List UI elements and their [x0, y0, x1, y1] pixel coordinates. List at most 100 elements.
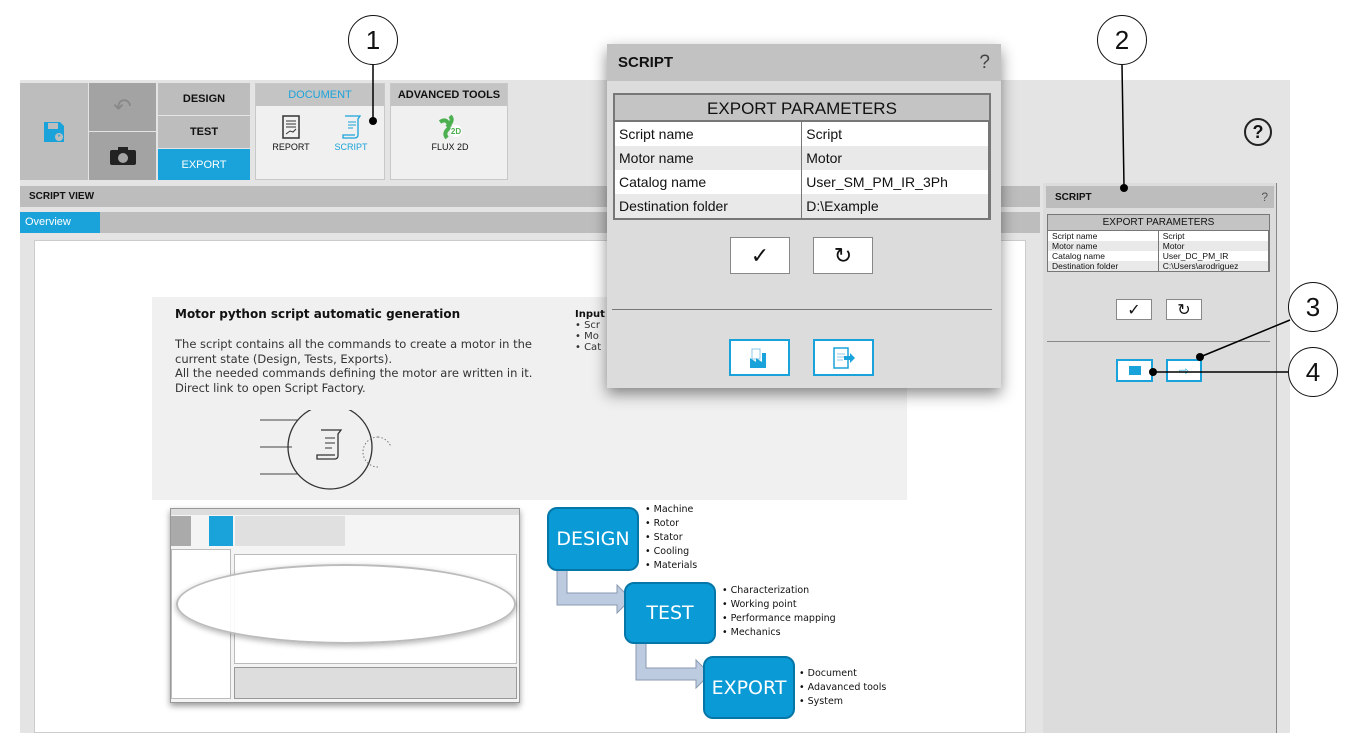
callout-3: 3 — [1288, 282, 1338, 332]
callout-4: 4 — [1288, 347, 1338, 397]
parameter-label: Catalog name — [1048, 251, 1159, 261]
side-panel-title: SCRIPT — [1055, 191, 1092, 203]
factory-icon — [1128, 366, 1141, 375]
parameter-value-field[interactable]: Script — [1158, 231, 1270, 241]
parameter-value-field[interactable]: User_DC_PM_IR — [1158, 251, 1270, 261]
design-items: • Machine• Rotor• Stator• Cooling• Mater… — [645, 504, 698, 571]
mode-test[interactable]: TEST — [158, 116, 250, 148]
flow-item: Adavanced tools — [807, 682, 887, 693]
input-item: Mo — [584, 331, 599, 342]
side-panel-header: SCRIPT ? — [1046, 186, 1274, 208]
paragraph-line: All the needed commands defining the mot… — [175, 366, 533, 380]
inputs-list: Input • Scr • Mo • Cat — [575, 309, 605, 353]
parameter-label: Script name — [1048, 231, 1159, 241]
flow-item: Stator — [653, 532, 683, 543]
parameter-value-field[interactable]: Motor — [801, 146, 989, 170]
side-reset-button[interactable]: ↻ — [1166, 299, 1202, 320]
flow-item: System — [807, 696, 844, 707]
reset-icon: ↻ — [1177, 301, 1191, 319]
paragraph-line: The script contains all the commands to … — [175, 337, 532, 351]
report-button[interactable]: REPORT — [261, 114, 321, 152]
svg-text:*: * — [57, 133, 60, 142]
popup-export-script-button[interactable] — [813, 339, 874, 376]
parameter-value-field[interactable]: D:\Example — [801, 194, 989, 218]
callout-2: 2 — [1097, 15, 1147, 65]
parameter-label: Catalog name — [615, 170, 803, 194]
parameter-label: Script name — [615, 122, 803, 146]
side-table-title: EXPORT PARAMETERS — [1048, 215, 1269, 231]
script-label: SCRIPT — [334, 142, 368, 152]
parameter-label: Destination folder — [1048, 261, 1159, 271]
parameter-label: Motor name — [615, 146, 803, 170]
document-group-title: DOCUMENT — [256, 84, 384, 106]
undo-icon: ↶ — [113, 94, 132, 119]
export-items: • Document• Adavanced tools• System — [799, 668, 887, 707]
popup-table-title: EXPORT PARAMETERS — [615, 95, 989, 122]
save-button[interactable]: * — [20, 83, 88, 180]
screenshot-button[interactable] — [89, 132, 156, 180]
flow-item: Performance mapping — [730, 613, 836, 624]
overview-paragraph: The script contains all the commands to … — [175, 337, 532, 395]
flow-item: Rotor — [653, 518, 680, 529]
script-icon — [342, 115, 362, 139]
side-apply-button[interactable]: ✓ — [1116, 299, 1152, 320]
parameter-value-field[interactable]: Script — [801, 122, 989, 146]
parameter-value-field[interactable]: Motor — [1158, 241, 1270, 251]
advanced-tools-title: ADVANCED TOOLS — [391, 84, 507, 106]
flow-item: Document — [807, 668, 857, 679]
check-icon: ✓ — [750, 242, 770, 268]
input-item: Scr — [584, 320, 601, 331]
tab-overview[interactable]: Overview — [20, 212, 100, 233]
advanced-tools-group: ADVANCED TOOLS 2D FLUX 2D — [390, 83, 508, 180]
undo-button[interactable]: ↶ — [89, 83, 156, 131]
flow-design: DESIGN — [547, 507, 639, 571]
help-button[interactable]: ? — [1244, 118, 1272, 146]
popup-apply-button[interactable]: ✓ — [730, 237, 790, 274]
parameter-value-field[interactable]: C:\Users\arodriguez — [1158, 261, 1270, 271]
popup-header: SCRIPT ? — [607, 44, 1001, 81]
flux2d-button[interactable]: 2D FLUX 2D — [420, 114, 480, 152]
flow-item: Materials — [653, 560, 698, 571]
report-label: REPORT — [272, 142, 310, 152]
flow-item: Working point — [730, 599, 797, 610]
svg-text:2D: 2D — [451, 127, 461, 136]
document-group: DOCUMENT REPORT SCRIPT — [255, 83, 385, 180]
input-item: Cat — [584, 342, 602, 353]
factory-icon — [749, 348, 766, 368]
side-export-script-button[interactable]: ⇨ — [1166, 359, 1202, 382]
flow-export: EXPORT — [703, 656, 795, 719]
popup-open-script-factory-button[interactable] — [729, 339, 790, 376]
popup-reset-button[interactable]: ↻ — [813, 237, 873, 274]
mode-design[interactable]: DESIGN — [158, 83, 250, 115]
popup-help-button[interactable]: ? — [979, 51, 990, 73]
test-items: • Characterization• Working point• Perfo… — [722, 585, 836, 638]
flux2d-label: FLUX 2D — [431, 142, 469, 152]
save-icon: * — [44, 121, 64, 142]
inputs-heading: Input — [575, 309, 605, 320]
paragraph-line: current state (Design, Tests, Exports). — [175, 351, 393, 366]
side-panel — [1043, 183, 1277, 733]
callout-1: 1 — [348, 15, 398, 65]
script-button[interactable]: SCRIPT — [321, 114, 381, 152]
side-help-button[interactable]: ? — [1261, 190, 1268, 204]
divider — [612, 309, 992, 310]
flow-item: Characterization — [730, 585, 810, 596]
popup-title: SCRIPT — [618, 54, 674, 71]
report-icon — [282, 115, 300, 139]
export-file-icon — [832, 346, 855, 369]
mode-export[interactable]: EXPORT — [158, 149, 250, 180]
parameter-label: Motor name — [1048, 241, 1159, 251]
script-illustration-icon — [260, 410, 392, 490]
parameter-value-field[interactable]: User_SM_PM_IR_3Ph — [801, 170, 989, 194]
